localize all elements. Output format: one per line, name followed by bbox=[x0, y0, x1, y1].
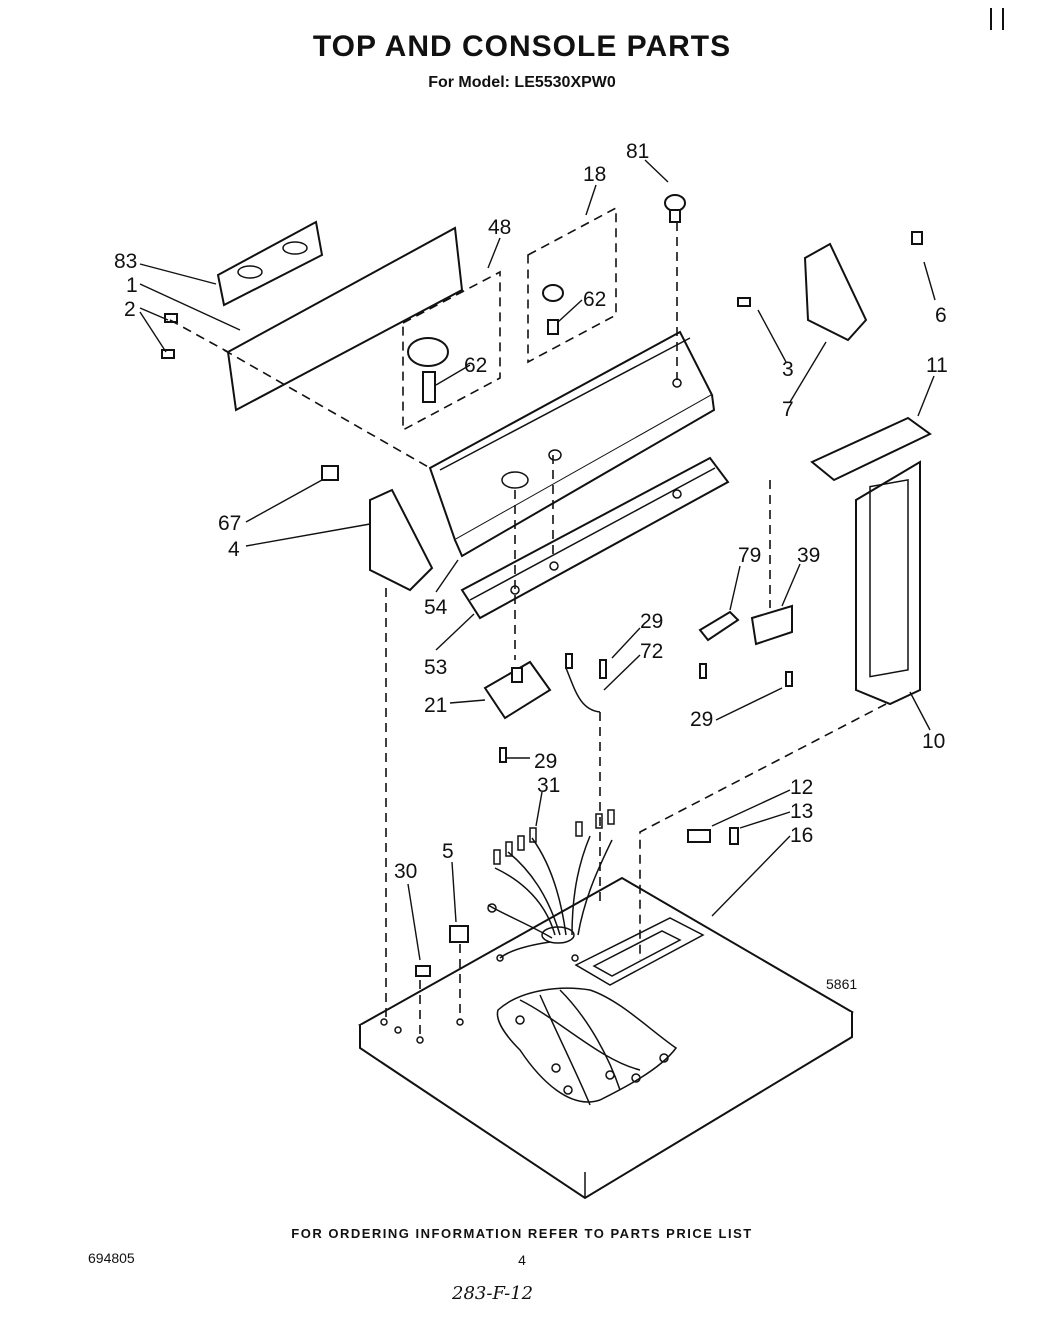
callout-53: 53 bbox=[424, 656, 447, 679]
knob-large bbox=[407, 337, 449, 403]
callout-11: 11 bbox=[926, 354, 948, 377]
callout-13: 13 bbox=[790, 800, 813, 823]
callout-3: 3 bbox=[782, 358, 794, 381]
callout-1: 1 bbox=[126, 274, 138, 297]
callout-18: 18 bbox=[583, 163, 606, 186]
callout-2: 2 bbox=[124, 298, 136, 321]
callout-4: 4 bbox=[228, 538, 240, 561]
callout-21: 21 bbox=[424, 694, 447, 717]
callout-29-switch: 29 bbox=[690, 708, 713, 731]
control-panel bbox=[460, 456, 730, 620]
callout-labels: 83 1 2 48 18 81 62 62 6 3 7 11 67 4 54 5… bbox=[114, 140, 948, 883]
callout-31: 31 bbox=[537, 774, 560, 797]
callout-39: 39 bbox=[797, 544, 820, 567]
callout-30: 30 bbox=[394, 860, 417, 883]
wire-harness-31 bbox=[487, 809, 615, 959]
lint-filter bbox=[810, 416, 932, 706]
top-cover-plate bbox=[358, 876, 854, 1200]
callout-6: 6 bbox=[935, 304, 947, 327]
callout-12: 12 bbox=[790, 776, 813, 799]
callout-79: 79 bbox=[738, 544, 761, 567]
page-title: TOP AND CONSOLE PARTS bbox=[312, 30, 732, 63]
leader-lines bbox=[139, 159, 936, 961]
rear-panel bbox=[216, 220, 464, 412]
console-backsplash bbox=[428, 330, 716, 558]
endcap-right bbox=[803, 242, 868, 342]
knob-small bbox=[542, 284, 564, 335]
callout-72: 72 bbox=[640, 640, 663, 663]
callout-10: 10 bbox=[922, 730, 945, 753]
callout-67: 67 bbox=[218, 512, 241, 535]
endcap-left bbox=[321, 465, 434, 592]
knob-81 bbox=[664, 194, 686, 223]
switch-79 bbox=[698, 610, 740, 642]
ordering-note: FOR ORDERING INFORMATION REFER TO PARTS … bbox=[291, 1226, 753, 1241]
switch-39 bbox=[750, 604, 793, 646]
callout-81: 81 bbox=[626, 140, 649, 163]
callout-62-right: 62 bbox=[583, 288, 606, 311]
callout-62-left: 62 bbox=[464, 354, 487, 377]
callout-83: 83 bbox=[114, 250, 137, 273]
callout-29-top: 29 bbox=[640, 610, 663, 633]
callout-5: 5 bbox=[442, 840, 454, 863]
callout-54: 54 bbox=[424, 596, 448, 619]
alignment-guides bbox=[169, 206, 887, 1040]
wire-harness-base bbox=[496, 987, 678, 1106]
model-subtitle: For Model: LE5530XPW0 bbox=[428, 74, 616, 91]
diagram-code: 5861 bbox=[826, 976, 858, 992]
callout-48: 48 bbox=[488, 216, 511, 239]
page-number: 4 bbox=[518, 1252, 526, 1268]
handwritten-note: 283-F-12 bbox=[452, 1283, 534, 1304]
corner-mark bbox=[990, 8, 1004, 30]
callout-16: 16 bbox=[790, 824, 813, 847]
timer bbox=[483, 660, 552, 720]
callout-7: 7 bbox=[782, 398, 794, 421]
document-number: 694805 bbox=[88, 1250, 135, 1266]
hardware-items bbox=[161, 231, 923, 977]
callout-29-timer: 29 bbox=[534, 750, 557, 773]
